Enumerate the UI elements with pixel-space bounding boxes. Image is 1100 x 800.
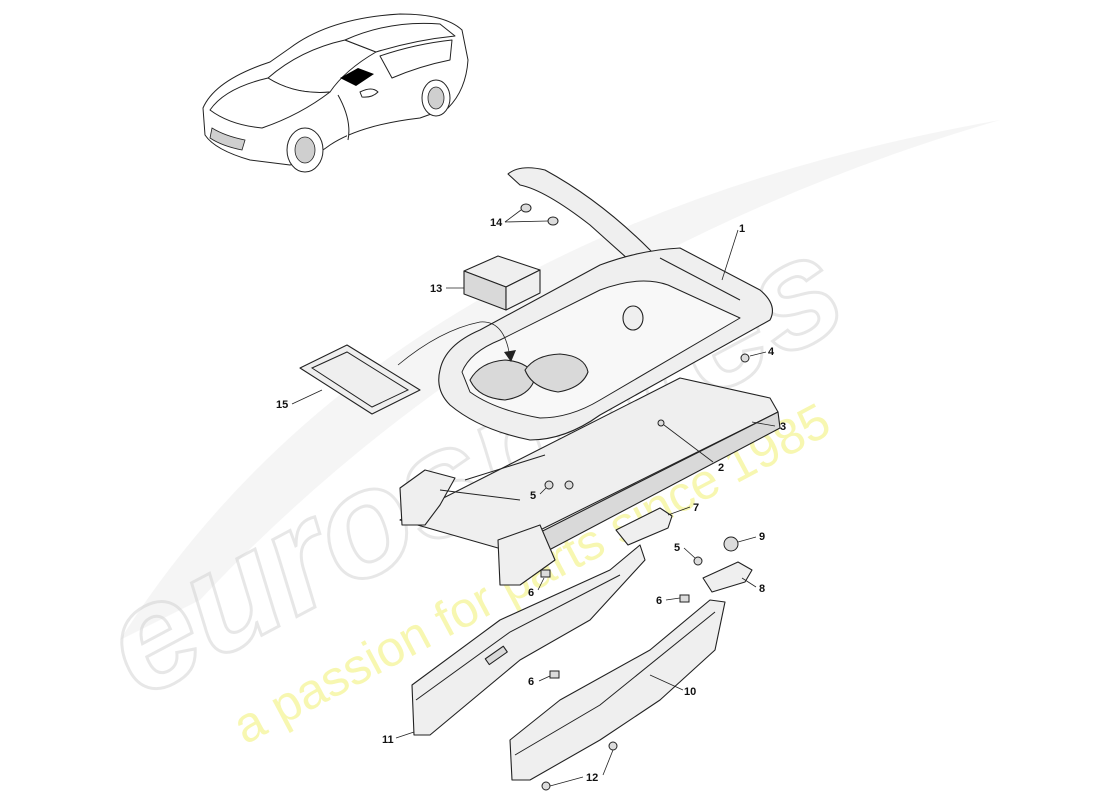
callout-3: 3: [780, 421, 786, 433]
side-panel-11-crease: [415, 574, 621, 701]
car-highlight-console: [340, 68, 374, 86]
clip-6b: [679, 594, 690, 603]
frame-crossbar-1: [439, 489, 521, 501]
mat-arrow-head: [504, 350, 516, 362]
cupholder-right: [524, 353, 589, 393]
callout-7: 7: [693, 502, 699, 514]
part-15-mat: [299, 321, 516, 415]
car-mirror: [359, 88, 379, 98]
side-panel-11-slot: [484, 645, 508, 666]
leader-10: [649, 674, 684, 691]
car-door-line: [337, 94, 350, 141]
callout-labels: 1 2 3 4 5 5 6 6 6 7 8 9 10 11 12 13 14 1…: [276, 217, 786, 784]
part-10-side-panel: [509, 599, 726, 781]
frame-rear-bracket: [399, 469, 456, 526]
callout-9: 9: [759, 531, 765, 543]
screw-5c: [693, 556, 703, 566]
callout-6a: 6: [528, 587, 534, 599]
car-front-wheel-hub: [294, 136, 316, 164]
callout-14: 14: [490, 217, 503, 229]
callout-2: 2: [718, 462, 724, 474]
storage-box-side: [505, 269, 541, 311]
part-13-storage-box: [463, 255, 541, 311]
part-1-console-armrest: [438, 167, 773, 441]
leader-5b: [683, 547, 696, 559]
car-side-window: [379, 39, 453, 79]
screw-4: [740, 353, 750, 363]
clip-9: [723, 536, 739, 552]
leader-lines: [291, 209, 776, 787]
mat-inner: [310, 351, 410, 408]
leader-12a: [602, 749, 614, 776]
screw-2: [657, 419, 665, 427]
callout-13: 13: [430, 283, 442, 295]
callout-10: 10: [684, 686, 696, 698]
leader-6b: [665, 597, 681, 601]
screw-5b: [564, 480, 574, 490]
leader-6a: [537, 577, 545, 591]
clip-6c: [549, 670, 560, 679]
leader-3: [751, 421, 776, 427]
car-hood: [209, 77, 331, 129]
clip-14a: [520, 203, 532, 213]
callout-4: 4: [768, 346, 775, 358]
leader-7: [667, 506, 691, 516]
screw-12a: [608, 741, 618, 751]
screw-5a: [544, 480, 554, 490]
watermark-swoosh: [120, 120, 1000, 640]
console-knob: [622, 305, 644, 331]
callout-5b: 5: [674, 542, 680, 554]
console-hinge-line: [659, 257, 741, 301]
fasteners: [540, 353, 750, 791]
screw-12b: [541, 781, 551, 791]
car-rear-wheel-hub: [427, 86, 445, 110]
leader-9: [737, 536, 757, 543]
side-panel-10-crease: [514, 611, 716, 756]
callout-1: 1: [739, 223, 745, 235]
callout-12: 12: [586, 772, 598, 784]
leader-11: [395, 731, 415, 739]
leader-2: [663, 424, 714, 463]
leader-15: [291, 389, 323, 405]
bracket-7: [615, 507, 673, 546]
mat-outer: [299, 344, 421, 415]
leader-6c: [538, 675, 551, 682]
frame-crossbar-2: [464, 454, 546, 481]
clip-6a: [540, 569, 551, 578]
mat-arrow-curve: [397, 321, 511, 366]
car-locator-thumbnail: [202, 13, 469, 173]
leader-1: [721, 229, 739, 281]
callout-15: 15: [276, 399, 288, 411]
car-grille: [209, 127, 246, 151]
bracket-8: [702, 561, 753, 593]
part-11-side-panel: [411, 544, 646, 736]
part-8-bracket: [702, 561, 753, 593]
callout-8: 8: [759, 583, 765, 595]
clip-14b: [547, 216, 559, 226]
callout-6b: 6: [656, 595, 662, 607]
car-roof: [344, 22, 456, 53]
leader-5a: [539, 487, 547, 495]
leader-12b: [549, 776, 584, 787]
leader-4: [749, 351, 767, 357]
part-7-bracket: [615, 507, 673, 546]
leader-8: [741, 577, 757, 588]
callout-5a: 5: [530, 490, 536, 502]
leader-14a: [504, 209, 522, 223]
callout-11: 11: [382, 734, 394, 746]
side-panel-10: [509, 599, 726, 781]
callout-6c: 6: [528, 676, 534, 688]
leader-14b: [504, 220, 549, 223]
